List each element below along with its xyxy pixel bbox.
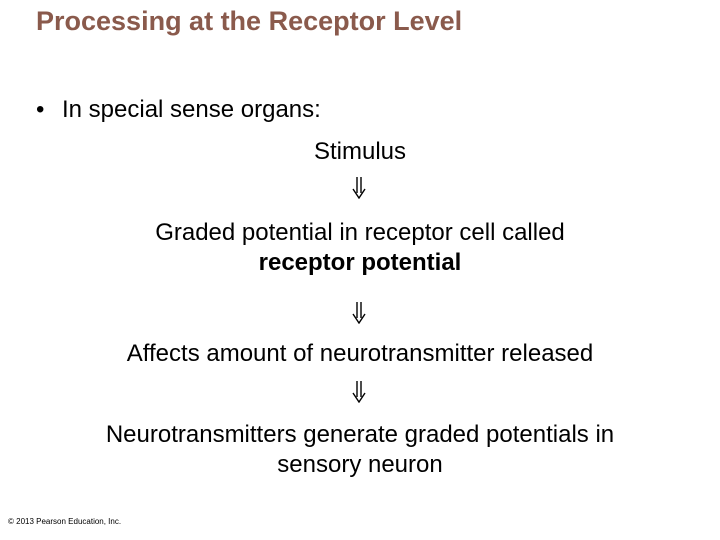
double-arrow-down-icon [352,177,366,199]
copyright-notice: © 2013 Pearson Education, Inc. [8,517,122,526]
sensory-neuron-text: sensory neuron [277,451,443,478]
double-arrow-down-icon [352,302,366,324]
flow-step-sensory-neuron: Neurotransmitters generate graded potent… [0,420,720,480]
flow-step-stimulus: Stimulus [0,137,720,167]
flow-step-graded-potential: Graded potential in receptor cell called… [0,218,720,278]
graded-potential-text: Graded potential in receptor cell called [155,219,565,246]
bullet-item: • In special sense organs: [36,96,321,124]
bullet-dot: • [36,96,45,123]
double-arrow-down-icon [352,381,366,403]
slide-title: Processing at the Receptor Level [36,6,463,36]
affects-text: Affects amount of neurotransmitter relea… [126,340,594,367]
flow-step-neurotransmitter-release: Affects amount of neurotransmitter relea… [0,339,720,369]
neurotransmitters-text: Neurotransmitters generate graded potent… [105,421,615,448]
bullet-text: In special sense organs: [62,96,321,123]
stimulus-text: Stimulus [313,138,407,165]
receptor-potential-text: receptor potential [258,249,462,276]
